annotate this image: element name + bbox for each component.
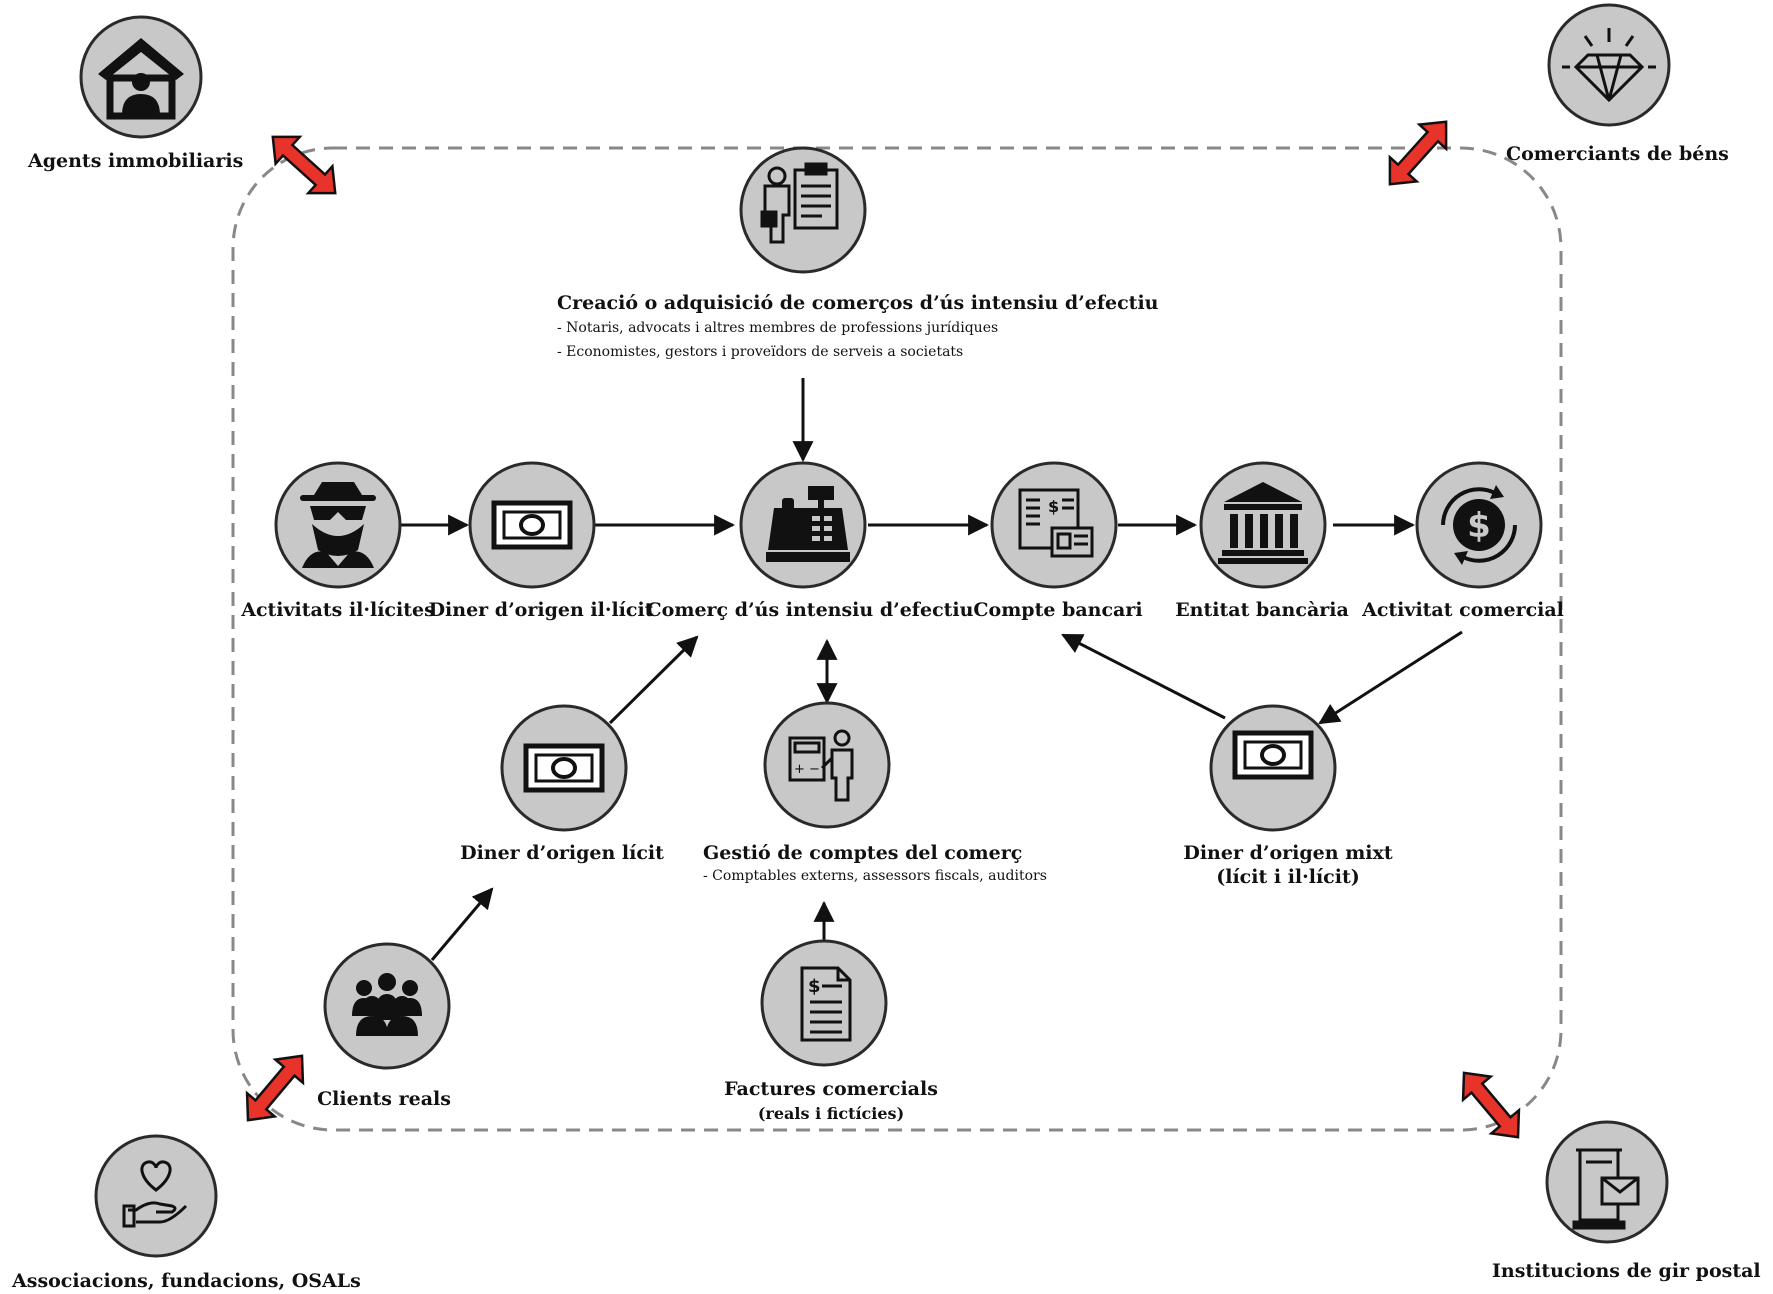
- house-agent-icon: [98, 38, 184, 120]
- label-agents: Agents immobiliaris: [28, 150, 244, 172]
- arrow-licit-to-business: [608, 635, 699, 725]
- double-arrow-bottom-right: [1448, 1060, 1534, 1150]
- banknote-icon: [1235, 733, 1311, 777]
- banknote-icon: [494, 503, 570, 547]
- label-invoices-1: Factures comercials: [724, 1078, 938, 1100]
- node-circle-goods: [1547, 3, 1671, 127]
- double-arrow-top-left: [259, 122, 349, 208]
- arrow-commerce-to-mixed: [1318, 630, 1463, 725]
- label-top-line-1: - Notaris, advocats i altres membres de …: [557, 320, 999, 336]
- node-circle-account: [990, 461, 1118, 589]
- label-accounts-line: - Comptables externs, assessors fiscals,…: [703, 868, 1047, 884]
- arrow-mixed-to-account: [1061, 633, 1226, 720]
- double-arrow-bottom-left: [232, 1043, 318, 1133]
- accountant-icon: + −: [788, 729, 854, 802]
- dollar-cycle-icon: $: [1441, 485, 1517, 565]
- label-cash-business: Comerç d’ús intensiu d’efectiu: [646, 599, 974, 621]
- cash-register-icon: [766, 486, 850, 562]
- label-accounts-title: Gestió de comptes del comerç: [703, 842, 1023, 864]
- label-postal: Institucions de gir postal: [1492, 1260, 1761, 1282]
- label-bank-account: Compte bancari: [973, 599, 1143, 621]
- svg-text:$: $: [808, 976, 821, 997]
- node-circle-associations: [94, 1134, 218, 1258]
- crowd-icon: [352, 973, 422, 1036]
- svg-text:$: $: [1467, 506, 1491, 546]
- mailbox-icon: [1572, 1148, 1640, 1230]
- clipboard-person-icon: [760, 162, 839, 244]
- label-invoices-2: (reals i fictícies): [757, 1104, 905, 1123]
- label-illicit-activities: Activitats il·lícites: [241, 599, 435, 621]
- label-top-line-2: - Economistes, gestors i proveïdors de s…: [557, 344, 964, 360]
- heart-hand-icon: [122, 1160, 188, 1228]
- label-mixed-money-2: (lícit i il·lícit): [1216, 866, 1360, 888]
- label-commercial-activity: Activitat comercial: [1362, 599, 1564, 621]
- label-mixed-money-1: Diner d’origen mixt: [1183, 842, 1393, 864]
- label-bank-entity: Entitat bancària: [1175, 599, 1349, 621]
- diamond-icon: [1562, 28, 1656, 103]
- bank-building-icon: [1218, 482, 1308, 564]
- label-licit-money: Diner d’origen lícit: [460, 842, 664, 864]
- label-goods: Comerciants de béns: [1506, 143, 1729, 165]
- banknote-icon: [526, 746, 602, 790]
- bank-statement-icon: $: [1018, 488, 1094, 558]
- label-clients: Clients reals: [317, 1088, 451, 1110]
- node-circle-illicit: [274, 461, 402, 589]
- arrow-clients-to-licit: [430, 887, 494, 961]
- double-arrow-top-right: [1375, 108, 1461, 198]
- svg-text:+ −: + −: [794, 762, 820, 777]
- label-top-title: Creació o adquisició de comerços d’ús in…: [557, 292, 1159, 314]
- svg-text:$: $: [1048, 497, 1059, 516]
- label-illicit-money: Diner d’origen il·lícit: [428, 599, 654, 621]
- spy-icon: [300, 482, 376, 568]
- invoice-icon: $: [800, 966, 852, 1042]
- node-circle-top: [739, 146, 867, 274]
- system-boundary: [231, 146, 1563, 1132]
- label-associations: Associacions, fundacions, OSALs: [12, 1270, 361, 1292]
